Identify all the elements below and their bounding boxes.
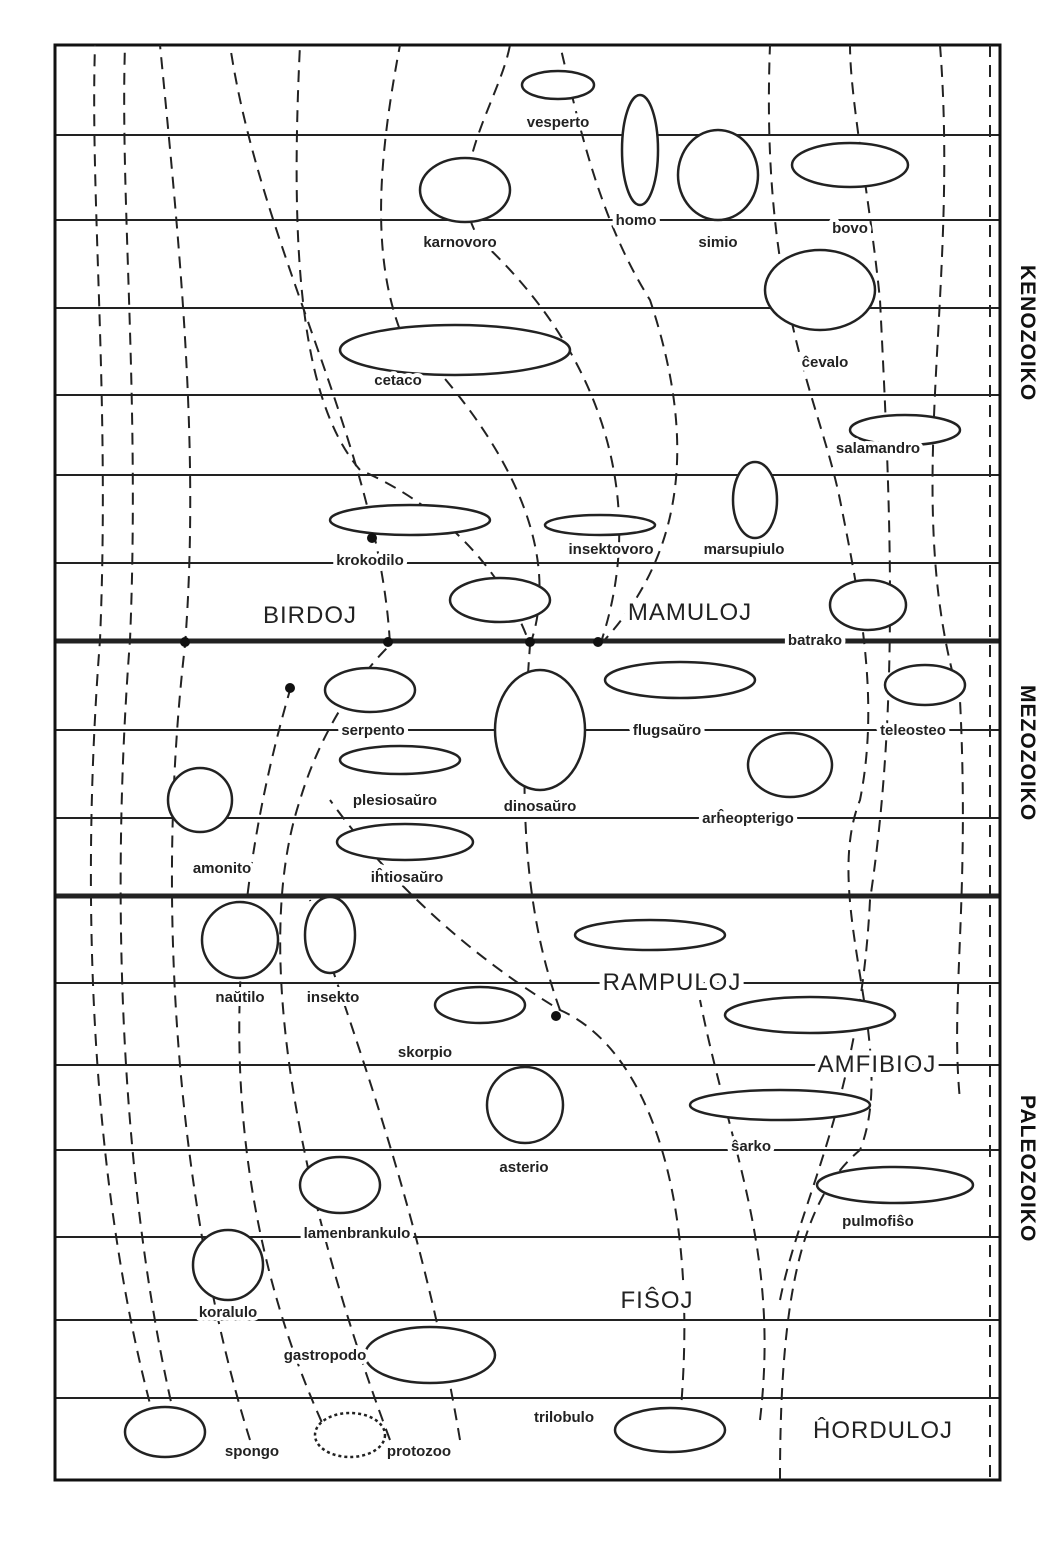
- label-sarko: ŝarko: [731, 1138, 771, 1155]
- organism-labels: vesperto homo simio bovo karnovoro cetac…: [189, 110, 950, 1464]
- bird-illustration: [448, 576, 552, 624]
- ammonite-illustration: [166, 766, 234, 834]
- label-teleosteo: teleosteo: [880, 722, 946, 739]
- label-ihtiosauro: iĥtiosaŭro: [371, 868, 444, 886]
- label-protozoo: protozoo: [387, 1443, 451, 1460]
- era-paleozoic: PALEOZOIKO: [1016, 1095, 1039, 1242]
- insect-illustration: [303, 895, 357, 975]
- label-simio: simio: [698, 234, 737, 251]
- horse-illustration: [763, 248, 877, 332]
- group-birds: BIRDOJ: [263, 602, 357, 629]
- ape-illustration: [676, 128, 760, 222]
- trilobite-illustration: [613, 1406, 727, 1454]
- label-amonito: amonito: [193, 860, 251, 877]
- plesiosaur-illustration: [338, 744, 462, 776]
- label-spongo: spongo: [225, 1443, 279, 1460]
- group-fishes: FIŜOJ: [620, 1286, 693, 1314]
- label-trilobulo: trilobulo: [534, 1409, 594, 1426]
- archaeopteryx-illustration: [746, 731, 834, 799]
- label-flugsauro: flugsaŭro: [633, 722, 701, 739]
- label-plesiosauro: plesiosaŭro: [353, 792, 437, 809]
- label-lamenbrankulo: lamenbrankulo: [304, 1225, 411, 1242]
- whale-illustration: [338, 323, 572, 377]
- frog-illustration: [828, 578, 908, 632]
- label-insekto: insekto: [307, 989, 360, 1006]
- ichthyosaur-illustration: [335, 822, 475, 862]
- label-salamandro: salamandro: [836, 440, 920, 457]
- cow-illustration: [790, 141, 910, 189]
- era-cenozoic: KENOZOIKO: [1016, 265, 1039, 401]
- nautilus-illustration: [200, 900, 280, 980]
- group-amphibians: AMFIBIOJ: [818, 1051, 937, 1078]
- label-karnovoro: karnovoro: [423, 234, 496, 251]
- label-homo: homo: [616, 212, 657, 229]
- scorpion-illustration: [433, 985, 527, 1025]
- label-pulmofiso: pulmofiŝo: [842, 1213, 914, 1230]
- organism-illustrations: [123, 69, 975, 1459]
- carnivore-illustration: [418, 156, 512, 224]
- shark-illustration: [688, 1088, 872, 1122]
- era-mesozoic: MEZOZOIKO: [1016, 685, 1039, 821]
- salamander-illustration: [848, 413, 962, 447]
- teleost-illustration: [883, 663, 967, 707]
- clam-illustration: [298, 1155, 382, 1215]
- label-krokodilo: krokodilo: [336, 552, 404, 569]
- label-dinosauro: dinosaŭro: [504, 798, 577, 815]
- group-chordates: ĤORDULOJ: [813, 1417, 953, 1444]
- label-cevalo: ĉevalo: [802, 354, 849, 371]
- label-batrako: batrako: [788, 632, 842, 649]
- bat-illustration: [520, 69, 596, 101]
- group-mammals: MAMULOJ: [628, 599, 752, 626]
- amphibian-illustration: [723, 995, 897, 1035]
- label-marsupiulo: marsupiulo: [704, 541, 785, 558]
- starfish-illustration: [485, 1065, 565, 1145]
- label-vesperto: vesperto: [527, 114, 590, 131]
- label-cetaco: cetaco: [374, 372, 422, 389]
- label-serpento: serpento: [341, 722, 404, 739]
- lungfish-illustration: [815, 1165, 975, 1205]
- pterosaur-illustration: [603, 660, 757, 700]
- marsupial-illustration: [731, 460, 779, 540]
- label-arheopterigo: arĥeopterigo: [702, 809, 794, 827]
- snake-illustration: [323, 666, 417, 714]
- group-labels: BIRDOJ MAMULOJ RAMPULOJ AMFIBIOJ FIŜOJ Ĥ…: [258, 594, 957, 1449]
- label-gastropodo: gastropodo: [284, 1347, 367, 1364]
- snail-illustration: [363, 1325, 497, 1385]
- insectivore-illustration: [543, 513, 657, 537]
- label-koralulo: koralulo: [199, 1304, 257, 1321]
- human-illustration: [620, 93, 660, 207]
- dinosaur-illustration: [493, 668, 587, 792]
- sponge-illustration: [123, 1405, 207, 1459]
- label-skorpio: skorpio: [398, 1044, 452, 1061]
- label-bovo: bovo: [832, 220, 868, 237]
- crocodile-illustration: [328, 503, 492, 537]
- label-nautilo: naŭtilo: [215, 989, 264, 1006]
- reptile-illustration: [573, 918, 727, 952]
- time-lines: [53, 43, 1002, 1482]
- label-insektovoro: insektovoro: [568, 541, 653, 558]
- label-asterio: asterio: [499, 1159, 548, 1176]
- group-reptiles: RAMPULOJ: [603, 969, 742, 996]
- protozoa-illustration: [313, 1411, 387, 1459]
- branch-dots: [180, 533, 603, 1021]
- coral-illustration: [191, 1228, 265, 1302]
- frame: [53, 43, 1002, 1482]
- era-labels: KENOZOIKO MEZOZOIKO PALEOZOIKO: [1016, 265, 1039, 1242]
